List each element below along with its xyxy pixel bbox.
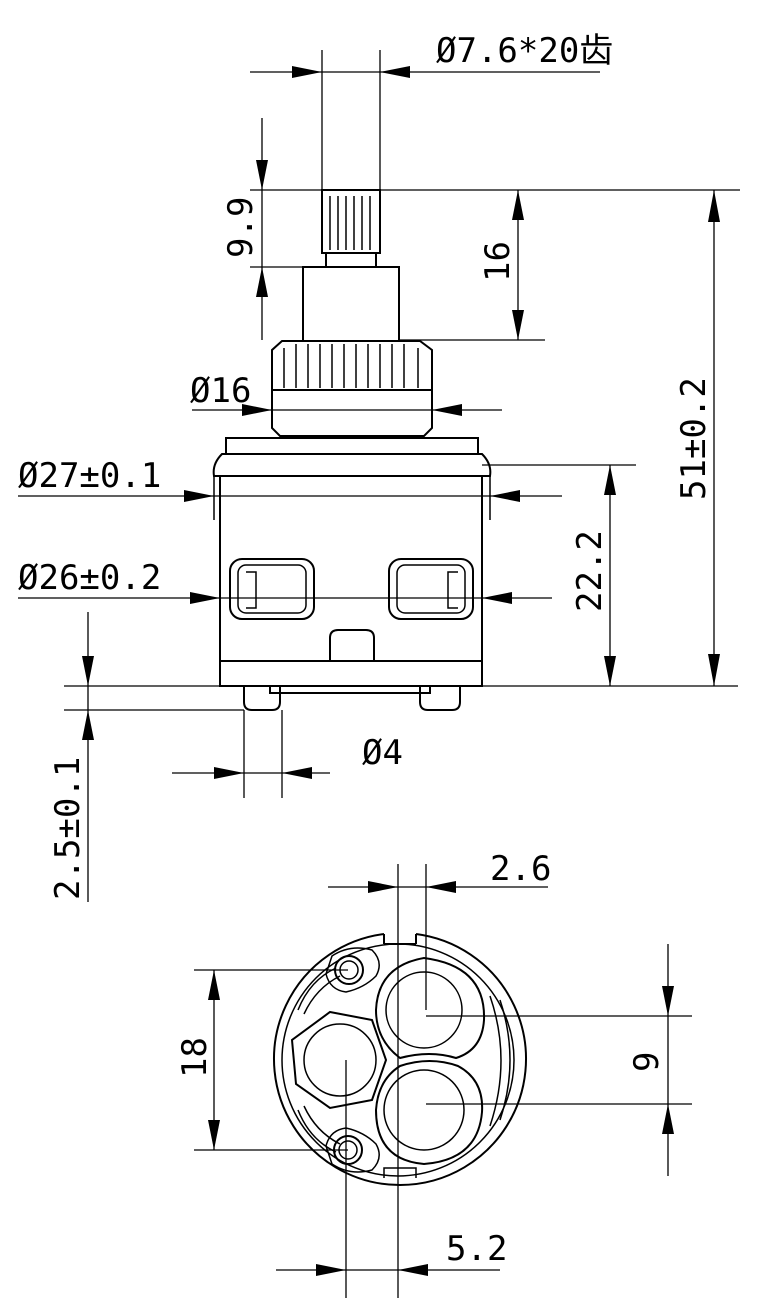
ribbed-nut — [271, 340, 433, 437]
port-upper — [374, 956, 486, 1060]
dim-body-lower — [18, 592, 552, 604]
label-spline-height: 9.9 — [221, 197, 261, 258]
bottom-disc — [273, 933, 527, 1186]
label-body-upper: Ø27±0.1 — [18, 456, 161, 496]
spline-shaft — [321, 189, 381, 268]
main-body — [212, 437, 492, 687]
dim-body-height — [64, 464, 738, 687]
dim-body-upper — [18, 490, 562, 502]
dim-pin-spacing — [194, 969, 348, 1151]
stem-block — [302, 266, 400, 342]
dim-neck — [192, 404, 502, 416]
port-lower — [374, 1060, 484, 1166]
label-body-height: 22.2 — [570, 530, 610, 612]
label-neck: Ø16 — [190, 371, 251, 411]
dim-stem-height — [399, 190, 545, 341]
label-bottom-offset: 2.5±0.1 — [48, 757, 88, 900]
dim-spline — [250, 50, 600, 190]
label-spline: Ø7.6*20齿 — [436, 31, 613, 71]
dim-pin — [172, 710, 330, 798]
label-port-spacing: 9 — [627, 1052, 667, 1072]
label-pin-spacing: 18 — [175, 1037, 215, 1078]
port-left — [290, 1010, 388, 1110]
dim-total-height — [708, 190, 720, 686]
bottom-view: 2.6 18 9 5.2 — [175, 849, 692, 1298]
dim-spline-height — [250, 118, 740, 340]
slot-right — [489, 995, 511, 1127]
label-port-offset-bottom: 5.2 — [446, 1229, 507, 1269]
dim-port-offset-bottom — [276, 1060, 500, 1298]
label-pin: Ø4 — [362, 733, 403, 773]
label-port-offset-top: 2.6 — [490, 849, 551, 889]
dim-bottom-offset — [64, 612, 244, 902]
label-total-height: 51±0.2 — [674, 377, 714, 500]
label-stem-height: 16 — [478, 241, 518, 282]
dim-port-offset-top — [328, 864, 548, 1180]
dim-port-spacing — [426, 944, 692, 1176]
side-view: Ø7.6*20齿 9.9 16 51±0.2 — [18, 31, 740, 902]
label-body-lower: Ø26±0.2 — [18, 558, 161, 598]
bottom-plate — [243, 685, 461, 711]
